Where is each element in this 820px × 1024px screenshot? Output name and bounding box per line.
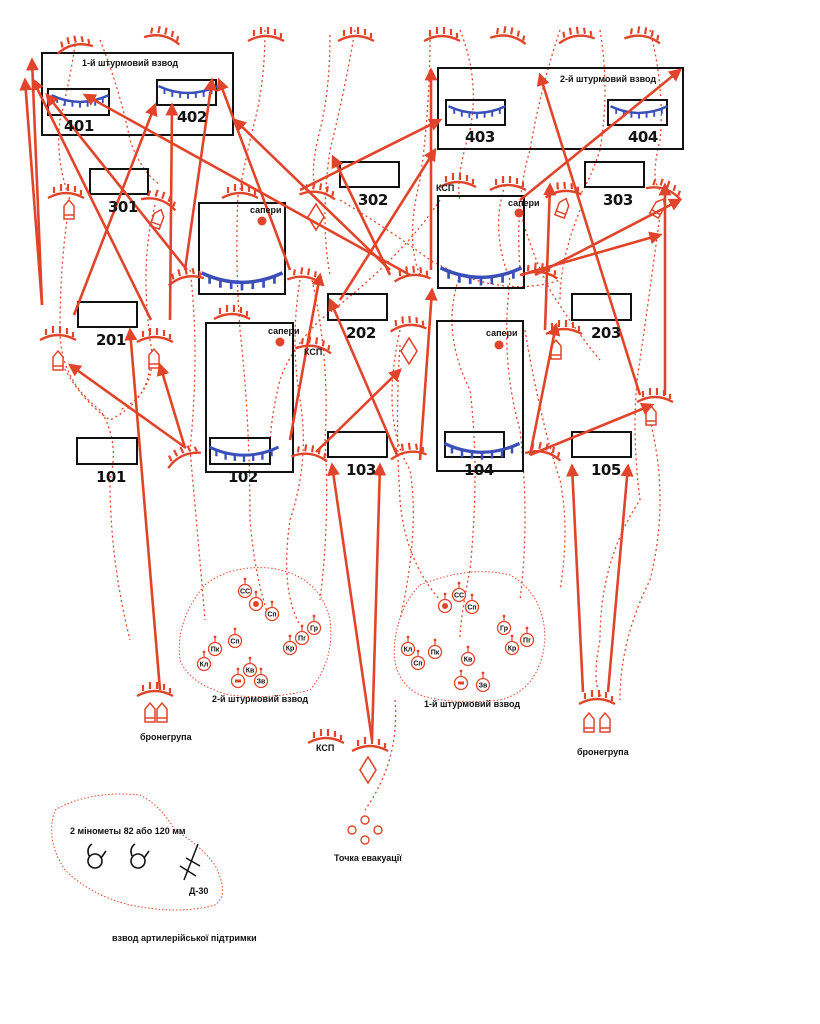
unit-zv: Зв [479,683,488,690]
platoon-boxes [41,52,684,473]
assault-platoon-1-box [41,52,234,136]
sappers-label: сапери [508,198,540,208]
evacuation-point-icon [347,815,383,845]
artillery-platoon-label: взвод артилерійської підтримки [112,933,257,943]
assault-platoon-2-title: 2-й штурмовий взвод [560,74,656,84]
position-label-302: 302 [358,191,388,209]
unit-sp: Сп [230,639,239,646]
area-outlines [51,567,546,911]
unit-pk: Пк [431,650,440,657]
sappers-box-4 [436,320,524,472]
position-404-box [607,99,668,126]
position-203-box [571,293,632,321]
mortar-icons [87,843,150,869]
position-label-403: 403 [465,128,495,146]
howitzer-label: Д-30 [189,886,208,896]
position-label-402: 402 [177,108,207,126]
attack-arrows [19,57,683,741]
position-105-box [571,431,632,458]
position-label-202: 202 [346,324,376,342]
position-label-105: 105 [591,461,621,479]
mortars-label: 2 мінометы 82 або 120 мм [70,826,186,836]
platoon1-assembly-area [393,571,546,703]
unit-sp: Сп [267,612,276,619]
position-402-box [156,79,217,106]
platoon2-assembly-area [178,567,332,698]
leader-dot [253,601,259,607]
assault-platoon-2-box [437,67,684,150]
dotted-routes [58,29,662,811]
command-post-markers [307,203,418,784]
labels: 1-й штурмовий взвод 2-й штурмовий взвод … [64,58,658,943]
sappers-label: сапери [250,205,282,215]
position-301-box [89,168,149,195]
leader-dot [442,603,448,609]
sappers-label: сапери [268,326,300,336]
sappers-label: сапери [486,328,518,338]
sappers-box-1 [198,202,286,295]
position-label-102: 102 [228,468,258,486]
unit-zv: Зв [257,679,266,686]
position-302-box [339,161,400,188]
assault-platoon-1-area-label: 1-й штурмовий взвод [424,699,520,709]
artillery-area [51,793,223,911]
unit-pg: Пг [298,636,306,643]
vehicle-glyph [235,679,241,683]
unit-kr: Кр [286,646,295,653]
position-label-401: 401 [64,117,94,135]
unit-kl: Кл [200,662,209,669]
position-202-box [327,293,388,321]
position-label-201: 201 [96,331,126,349]
sapper-markers [257,208,524,350]
unit-pg: Пг [523,638,531,645]
position-303-box [584,161,645,188]
blue-trenches [50,84,669,464]
ksp-label: КСП [316,743,334,753]
position-label-203: 203 [591,324,621,342]
mortar-icon [87,843,107,869]
position-201-box [77,301,138,328]
unit-pk: Пк [211,647,220,654]
armor-group-label: бронегрупа [140,732,193,742]
howitzer-icon [179,843,201,881]
unit-sp: Сп [413,661,422,668]
position-101-box [76,437,138,465]
assault-platoon-1-title: 1-й штурмовий взвод [82,58,178,68]
mortar-icon [130,843,150,869]
unit-ss: СС [240,589,250,596]
unit-markers-platoon2: СС Сп Сп Пк Кл Кв Зв Кр Пг Гр [196,576,322,689]
unit-ss: СС [454,593,464,600]
position-label-103: 103 [346,461,376,479]
position-label-301: 301 [108,198,138,216]
unit-gr: Гр [310,626,318,633]
position-label-303: 303 [603,191,633,209]
position-403-box [445,99,506,126]
unit-kv: Кв [246,668,255,675]
unit-kv: Кв [464,657,473,664]
armor-group-label: бронегрупа [577,747,630,757]
unit-kl: Кл [404,647,413,654]
position-label-101: 101 [96,468,126,486]
unit-kr: Кр [508,646,517,653]
position-label-404: 404 [628,128,658,146]
evacuation-point-label: Точка евакуації [334,853,402,863]
unit-gr: Гр [500,626,508,633]
ksp-label: КСП [436,183,454,193]
assault-platoon-2-area-label: 2-й штурмовий взвод [212,694,308,704]
position-103-box [327,431,388,458]
vehicle-glyph [458,681,464,685]
ksp-label: КСП [304,347,322,357]
unit-markers-platoon1: СС Сп Кл Сп Пк Кв Зв Гр Кр Пг [400,580,535,693]
unit-sp: Сп [467,605,476,612]
sappers-box-3 [205,322,294,473]
firing-positions [38,22,686,753]
position-label-104: 104 [464,461,494,479]
sappers-box-2 [437,195,525,289]
